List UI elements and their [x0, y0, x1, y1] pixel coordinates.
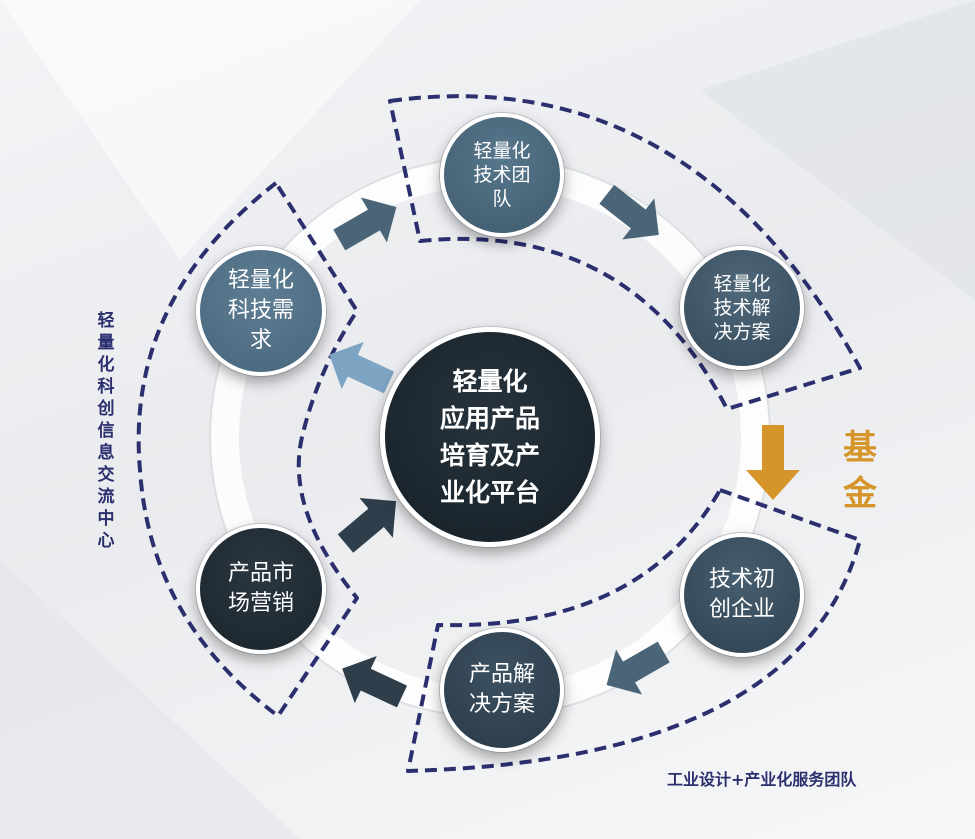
- node-center: 轻量化 应用产品 培育及产 业化平台: [380, 327, 600, 547]
- arrow-icon: [329, 342, 395, 394]
- node-center-label: 轻量化 应用产品 培育及产 业化平台: [439, 367, 540, 507]
- down-arrow-icon: [746, 425, 800, 500]
- info-center-label: 轻量化科创信息交流中心: [97, 311, 115, 551]
- fund-label: 基金: [843, 428, 877, 514]
- node-tech-solution-label: 轻量化 技术解 决方案: [713, 273, 771, 343]
- arrow-icon: [599, 184, 659, 240]
- node-tech-team: 轻量化 技术团 队: [440, 113, 564, 237]
- node-marketing: 产品市 场营销: [196, 524, 326, 654]
- node-tech-team-label: 轻量化 技术团 队: [473, 140, 531, 210]
- arrow-icon: [333, 197, 397, 251]
- node-demand-label: 轻量化 科技需 求: [227, 268, 294, 353]
- node-demand: 轻量化 科技需 求: [196, 246, 326, 376]
- node-startup: 技术初 创企业: [680, 533, 804, 657]
- dashed-frame-left: [136, 181, 359, 718]
- arrow-icon: [606, 641, 670, 695]
- arrow-icon: [342, 656, 408, 708]
- node-startup-label: 技术初 创企业: [708, 567, 775, 622]
- node-product-solution-label: 产品解 决方案: [468, 662, 535, 717]
- bg-facet: [700, 0, 975, 300]
- node-product-solution: 产品解 决方案: [440, 628, 564, 752]
- dashed-frame-bottom: [406, 488, 862, 773]
- arrow-icon: [337, 497, 397, 553]
- bg-facet: [0, 560, 300, 839]
- node-tech-solution: 轻量化 技术解 决方案: [680, 246, 804, 370]
- node-marketing-label: 产品市 场营销: [227, 561, 294, 616]
- bg-facet: [0, 0, 420, 260]
- service-team-label: 工业设计+产业化服务团队: [667, 770, 857, 789]
